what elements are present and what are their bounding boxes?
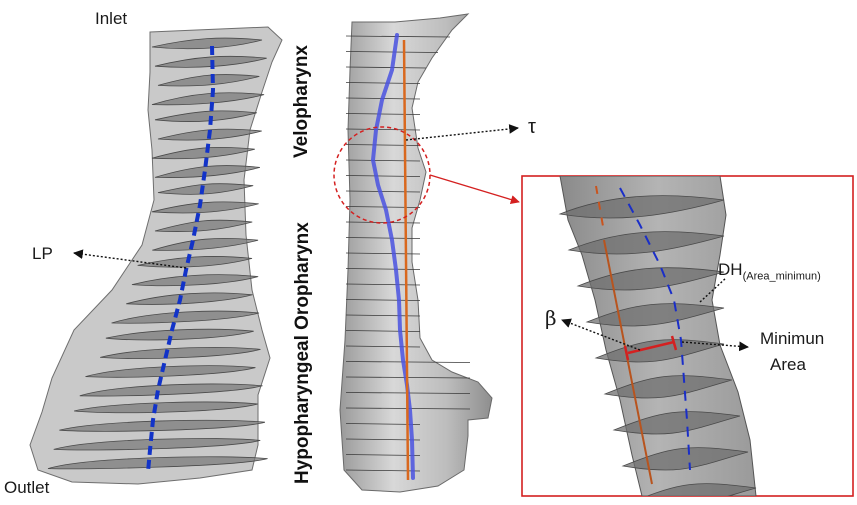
dh-label: DH(Area_minimun)	[718, 260, 821, 282]
lp-label: LP	[32, 244, 53, 264]
minimun-label-line1: Minimun	[760, 329, 824, 349]
callout-connector	[430, 175, 519, 202]
beta-label: β	[545, 306, 557, 330]
tau-label: τ	[528, 116, 536, 139]
dh-main-text: DH	[718, 260, 743, 279]
left-airway-model	[30, 27, 282, 484]
inlet-label: Inlet	[95, 9, 127, 29]
dh-subscript: (Area_minimun)	[743, 270, 821, 282]
middle-airway-model	[340, 14, 492, 492]
outlet-label: Outlet	[4, 478, 49, 498]
velopharynx-label: Velopharynx	[291, 45, 313, 158]
minimun-label-line2: Area	[770, 355, 806, 375]
hypo-oropharynx-label: Hypopharyngeal Oropharynx	[292, 222, 314, 484]
tau-leader-arrow	[406, 128, 518, 140]
